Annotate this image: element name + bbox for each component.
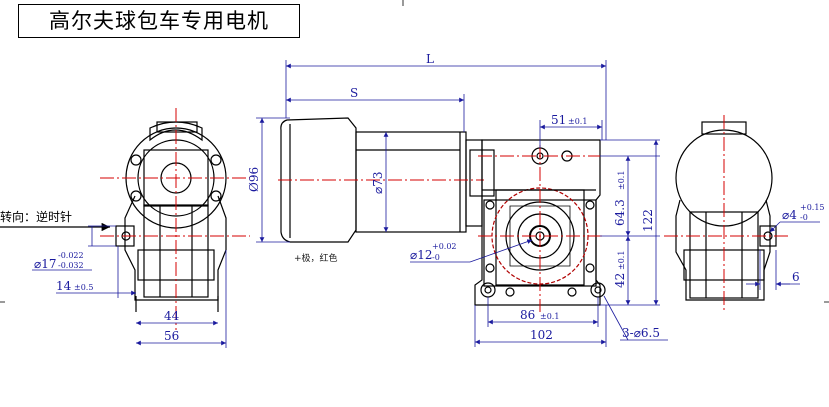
dim-h42: 42 (613, 273, 627, 288)
dim-w14-tol: ±0.5 (74, 283, 93, 292)
dim-h122: 122 (641, 209, 655, 232)
right-view-centerlines (664, 115, 790, 312)
dim-d4-tol-bot: -0 (800, 213, 808, 222)
dim-w86-tol: ±0.1 (540, 312, 559, 321)
dim-w102: 102 (530, 328, 553, 342)
dim-d17: ⌀17 (34, 257, 57, 271)
dim-d12-tol-bot: -0 (432, 253, 440, 262)
dim-w56: 56 (164, 329, 179, 343)
dim-L: L (426, 52, 434, 66)
dim-h42-tol: ±0.1 (617, 251, 626, 270)
dim-d17-tol-top: -0.022 (58, 251, 84, 260)
right-view-dimensions (746, 221, 820, 290)
dim-holes: 3-⌀6.5 (622, 326, 660, 340)
wire-note: +极，红色 (294, 252, 338, 264)
dim-w44: 44 (164, 309, 180, 323)
rotation-label: 转向：逆时针 (0, 209, 72, 224)
dim-d12-tol-top: +0.02 (432, 242, 457, 251)
left-side-view (115, 121, 227, 312)
drawing-title: 高尔夫球包车专用电机 (18, 4, 300, 38)
dim-d73: ⌀73 (371, 172, 385, 195)
middle-view-dimensions (256, 60, 668, 347)
dim-w86: 86 (520, 308, 535, 322)
dim-d96: Ø96 (247, 167, 261, 192)
dim-h64-tol: ±0.1 (617, 171, 626, 190)
dim-w51: 51 (551, 113, 566, 127)
dim-h64: 64.3 (613, 199, 627, 226)
gearbox-centerlines (478, 145, 605, 312)
right-side-view (675, 121, 777, 301)
gearbox-front (469, 139, 606, 306)
dim-d4: ⌀4 (782, 208, 797, 222)
left-view-dimensions (32, 225, 227, 348)
left-view-centerlines (100, 108, 250, 330)
dim-w51-tol: ±0.1 (568, 117, 587, 126)
dim-d17-tol-bot: -0.032 (58, 261, 84, 270)
dim-S: S (350, 86, 358, 100)
dim-w14: 14 (56, 279, 72, 293)
motor-body (280, 117, 483, 243)
dim-d12: ⌀12 (410, 248, 433, 262)
dim-d4-tol-top: +0.15 (800, 203, 825, 212)
dim-w6: 6 (792, 270, 800, 284)
